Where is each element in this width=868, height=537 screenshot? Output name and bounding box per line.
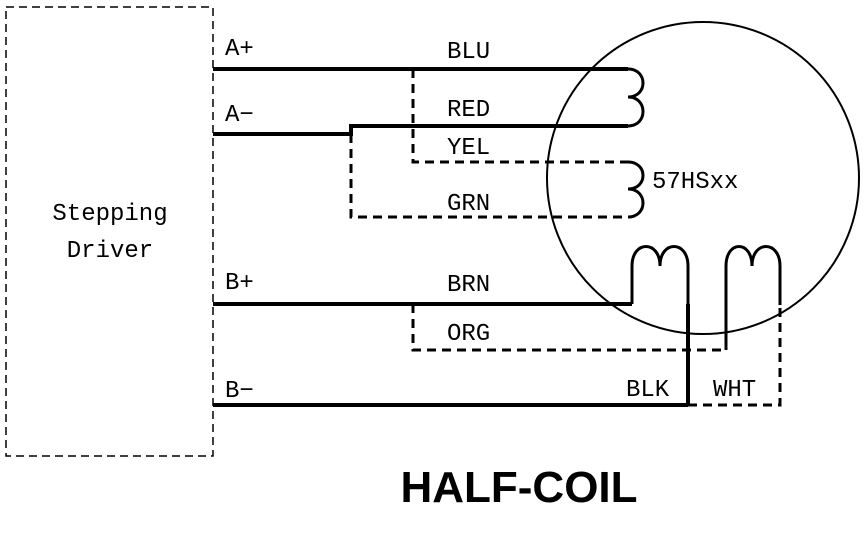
driver-label-line1: Stepping	[52, 201, 167, 228]
coil-b	[630, 245, 690, 304]
wire-label-red: RED	[447, 97, 490, 124]
diagram-title: HALF-COIL	[400, 463, 637, 512]
wire-label-blk: BLK	[626, 377, 670, 404]
wire-label-wht: WHT	[713, 377, 756, 404]
terminal-b-plus: B+	[225, 270, 254, 297]
motor-label: 57HSxx	[652, 169, 738, 196]
wire-label-grn: GRN	[447, 191, 490, 218]
wire-yel	[411, 69, 628, 164]
coil-a	[627, 67, 645, 128]
wire-label-blu: BLU	[447, 39, 490, 66]
wire-label-org: ORG	[447, 321, 490, 348]
driver-label-line2: Driver	[67, 238, 153, 265]
terminal-a-plus: A+	[225, 36, 254, 63]
terminal-a-minus: A−	[225, 102, 254, 129]
wire-label-brn: BRN	[447, 272, 490, 299]
wire-org	[411, 304, 726, 352]
wire-label-yel: YEL	[447, 135, 490, 162]
terminal-b-minus: B−	[225, 378, 254, 405]
coil-a-prime	[627, 160, 645, 219]
wire-wht	[688, 305, 782, 407]
wire-grn	[349, 134, 628, 219]
motor-circle	[546, 21, 860, 335]
driver-box	[5, 6, 214, 457]
wire-a-minus	[213, 124, 628, 136]
coil-b-prime	[724, 245, 782, 350]
